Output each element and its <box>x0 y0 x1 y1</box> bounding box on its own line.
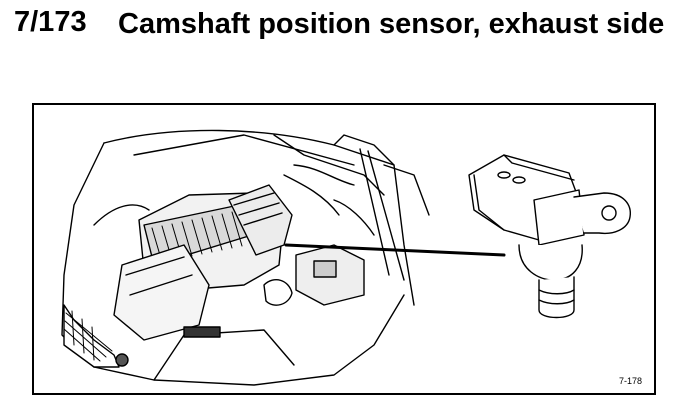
section-title: Camshaft position sensor, exhaust side <box>118 8 665 40</box>
engine-bay-illustration <box>61 129 631 386</box>
illustration-frame: 7-178 <box>32 103 656 395</box>
figure-code: 7-178 <box>618 376 642 386</box>
section-code: 7/173 <box>14 6 87 38</box>
